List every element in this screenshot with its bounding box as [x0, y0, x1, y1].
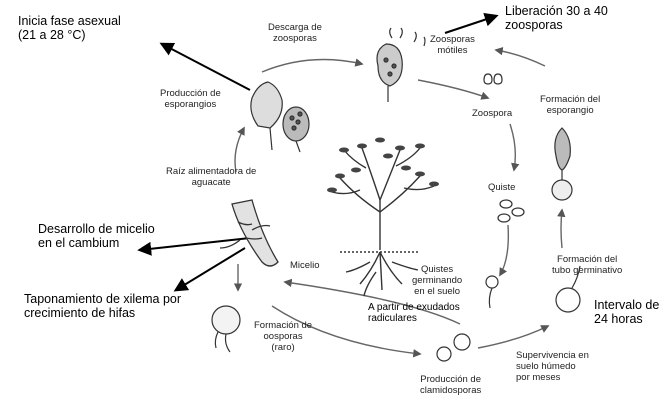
oospore-drawing — [211, 305, 241, 353]
label-mycelium: Micelio — [290, 260, 320, 271]
arrow-release — [444, 12, 499, 34]
label-soil-survival: Supervivencia en suelo húmedo por meses — [516, 350, 589, 383]
arrow-zoospore-to-cyst — [509, 123, 520, 172]
sporangia-left-drawing — [250, 81, 310, 153]
annotation-interval: Intervalo de 24 horas — [594, 298, 660, 326]
arrow-sporangia-to-discharge — [261, 58, 364, 73]
annotation-asexual-phase: Inicia fase asexual (21 a 28 °C) — [18, 14, 121, 42]
arrow-germtube-to-sporangium — [557, 208, 566, 249]
germinating-cyst-drawing — [485, 275, 499, 309]
arrow-root-to-sporangia — [234, 126, 245, 173]
annotation-release: Liberación 30 a 40 zoosporas — [505, 4, 608, 32]
label-zoospore-discharge: Descarga de zoosporas — [268, 22, 322, 44]
annotation-root-exudates: A partir de exudados radiculares — [368, 302, 460, 324]
label-sporangium-formation: Formación del esporangio — [540, 94, 601, 116]
arrow-chlamydo-to-survival — [477, 325, 550, 349]
discharge-drawing — [376, 27, 426, 102]
label-sporangium-production: Producción de esporangios — [160, 88, 221, 110]
label-germinating-cysts: Quistes germinando en el suelo — [412, 264, 463, 297]
sporangium-right-drawing — [551, 127, 573, 201]
label-motile-zoospores: Zoosporas mótiles — [430, 34, 475, 56]
arrow-mycelium-cambium — [137, 237, 251, 256]
arrow-oospore-to-chlamydo — [271, 305, 422, 358]
label-zoospore: Zoospora — [472, 108, 513, 119]
label-cyst: Quiste — [488, 182, 516, 193]
zoospore-drawing — [483, 73, 503, 85]
cyst-drawing — [497, 199, 525, 223]
arrow-germinating-to-mycelium — [283, 278, 461, 325]
annotation-mycelium-cambium: Desarrollo de micelio en el cambium — [38, 222, 155, 250]
arrow-cyst-to-germinating — [499, 224, 510, 277]
arrow-discharge-to-zoospore — [417, 79, 490, 100]
label-feeder-root: Raíz alimentadora de aguacate — [166, 166, 257, 188]
annotation-xylem-plugging: Taponamiento de xilema por crecimiento d… — [24, 292, 182, 320]
label-oospore-formation: Formación de oosporas (raro) — [254, 320, 313, 353]
feeder-root-drawing — [219, 199, 279, 267]
tree-drawing — [327, 137, 439, 297]
arrow-asexual-phase — [159, 42, 251, 91]
arrow-xylem-plugging — [173, 247, 246, 292]
label-chlamydospore-production: Producción de clamidosporas — [420, 374, 482, 396]
chlamydospore-drawing — [436, 333, 471, 362]
germ-tube-drawing — [555, 265, 581, 313]
arrow-sporangium-to-motile — [494, 46, 546, 67]
label-germ-tube-formation: Formación del tubo germinativo — [552, 254, 623, 276]
